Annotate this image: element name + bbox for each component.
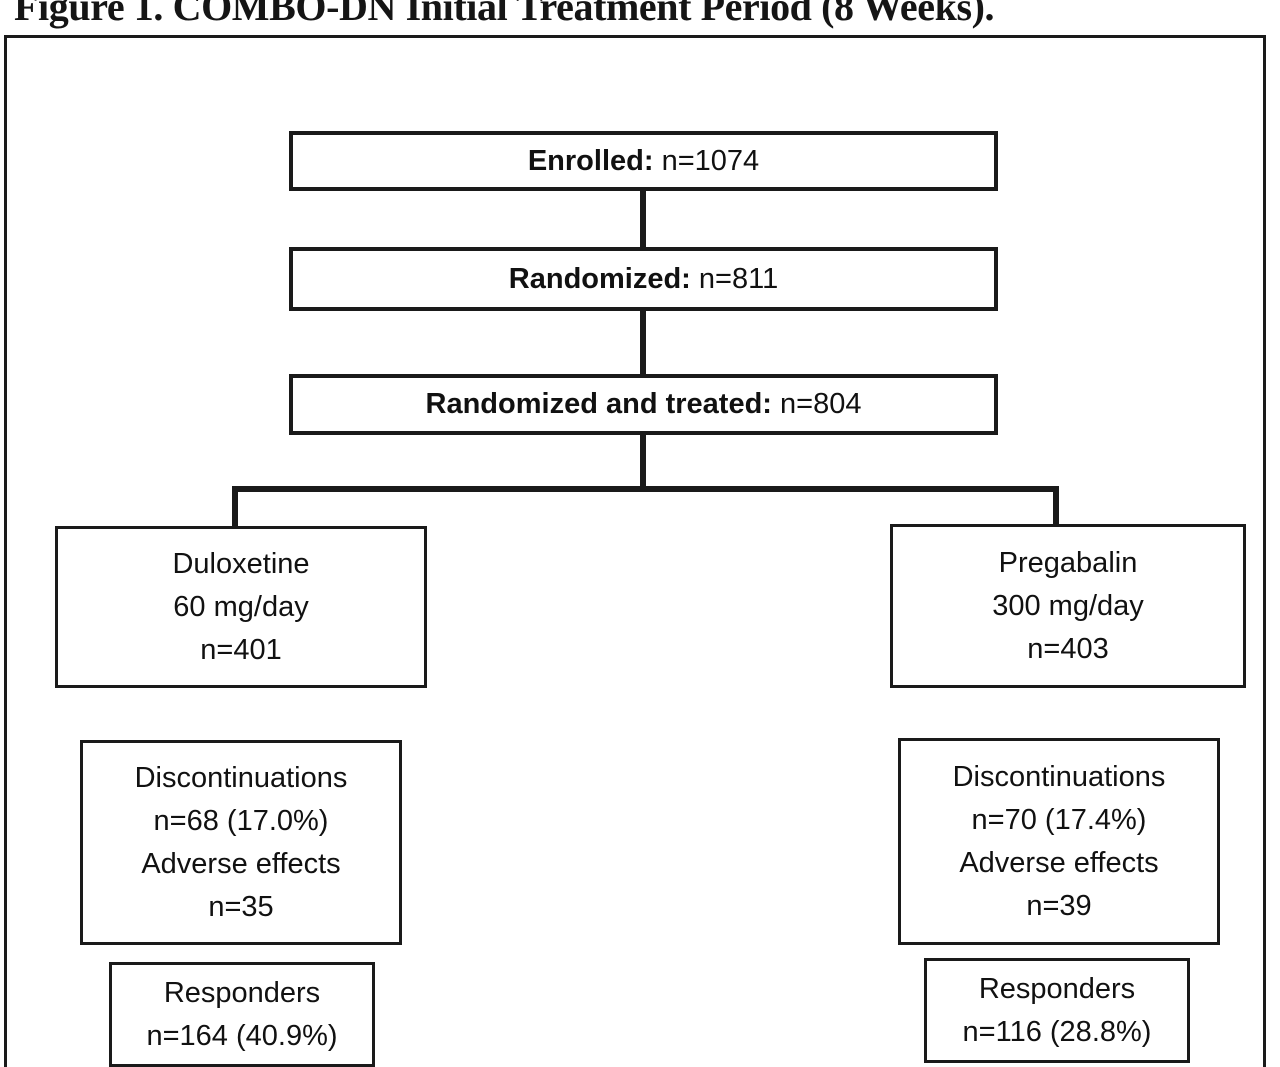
duloxetine-n: n=401 xyxy=(200,633,282,666)
node-randomized-text: Randomized: n=811 xyxy=(509,258,778,301)
pregabalin-resp-n: n=116 (28.8%) xyxy=(962,1015,1152,1048)
duloxetine-disc-n: n=68 (17.0%) xyxy=(153,804,329,837)
connector-enrolled-to-randomized xyxy=(640,188,646,250)
node-enrolled: Enrolled: n=1074 xyxy=(289,131,998,191)
connector-treated-to-split xyxy=(640,432,646,489)
node-enrolled-label: Enrolled: xyxy=(527,144,654,177)
figure-frame xyxy=(4,35,1266,1067)
pregabalin-adverse-n: n=39 xyxy=(1026,889,1092,922)
node-randomized: Randomized: n=811 xyxy=(289,247,998,311)
pregabalin-resp-label: Responders xyxy=(978,972,1136,1005)
node-pregabalin-discontinuations: Discontinuations n=70 (17.4%) Adverse ef… xyxy=(898,738,1220,945)
figure-caption: Figure 1. COMBO-DN Initial Treatment Per… xyxy=(14,0,995,29)
pregabalin-drug: Pregabalin xyxy=(998,546,1138,579)
node-randomized-and-treated: Randomized and treated: n=804 xyxy=(289,374,998,435)
duloxetine-dose: 60 mg/day xyxy=(173,590,309,623)
node-enrolled-value: n=1074 xyxy=(653,144,760,177)
node-duloxetine-arm: Duloxetine 60 mg/day n=401 xyxy=(55,526,427,688)
duloxetine-resp-label: Responders xyxy=(163,976,321,1009)
node-treated-value: n=804 xyxy=(771,388,862,420)
duloxetine-adverse-n: n=35 xyxy=(208,890,274,923)
node-treated-label: Randomized and treated: xyxy=(425,388,772,420)
node-randomized-value: n=811 xyxy=(690,262,779,295)
node-pregabalin-arm: Pregabalin 300 mg/day n=403 xyxy=(890,524,1246,688)
node-duloxetine-responders: Responders n=164 (40.9%) xyxy=(109,962,375,1067)
duloxetine-resp-n: n=164 (40.9%) xyxy=(146,1019,338,1052)
pregabalin-n: n=403 xyxy=(1027,632,1109,665)
node-pregabalin-responders: Responders n=116 (28.8%) xyxy=(924,958,1190,1063)
connector-split-to-pregabalin xyxy=(1053,486,1059,528)
pregabalin-disc-n: n=70 (17.4%) xyxy=(971,803,1147,836)
duloxetine-drug: Duloxetine xyxy=(172,547,310,580)
duloxetine-disc-label: Discontinuations xyxy=(134,761,348,794)
node-duloxetine-discontinuations: Discontinuations n=68 (17.0%) Adverse ef… xyxy=(80,740,402,945)
node-treated-text: Randomized and treated: n=804 xyxy=(426,383,862,426)
pregabalin-disc-label: Discontinuations xyxy=(952,760,1166,793)
pregabalin-adverse-label: Adverse effects xyxy=(959,846,1159,879)
pregabalin-dose: 300 mg/day xyxy=(992,589,1144,622)
connector-split-to-duloxetine xyxy=(232,486,238,530)
connector-randomized-to-treated xyxy=(640,308,646,377)
node-randomized-label: Randomized: xyxy=(508,262,691,295)
connector-split-horizontal-bar xyxy=(232,486,1059,492)
node-enrolled-text: Enrolled: n=1074 xyxy=(528,140,759,183)
duloxetine-adverse-label: Adverse effects xyxy=(141,847,341,880)
